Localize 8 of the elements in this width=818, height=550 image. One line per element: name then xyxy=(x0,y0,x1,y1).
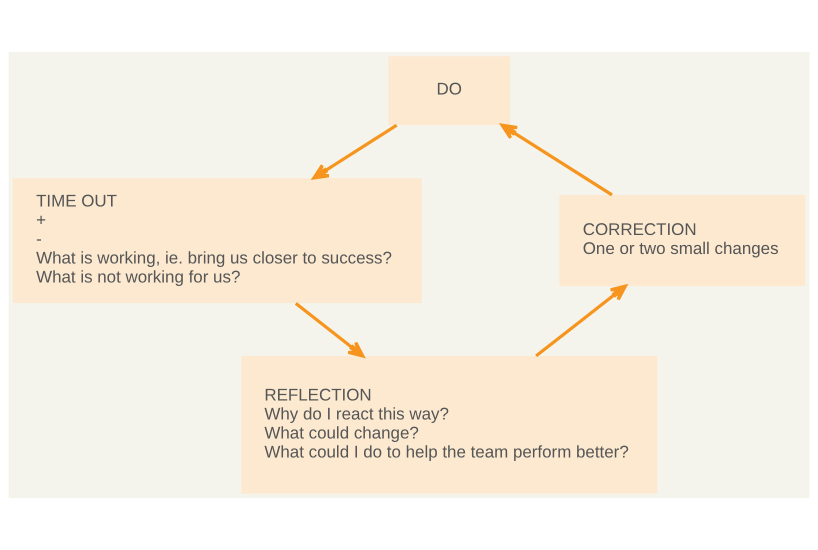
arrow xyxy=(294,302,364,358)
node-box: CORRECTION One or two small changes xyxy=(559,195,806,286)
node-box: TIME OUT + - What is working, ie. bring us closer to success? What is not working for us? xyxy=(12,178,422,304)
node-box: DO xyxy=(388,56,510,126)
node-box: REFLECTION Why do I react this way? What could change? What could I do to help the team perform better? xyxy=(241,356,658,494)
arrow xyxy=(500,124,613,196)
arrow xyxy=(312,124,398,180)
arrow xyxy=(535,284,627,358)
